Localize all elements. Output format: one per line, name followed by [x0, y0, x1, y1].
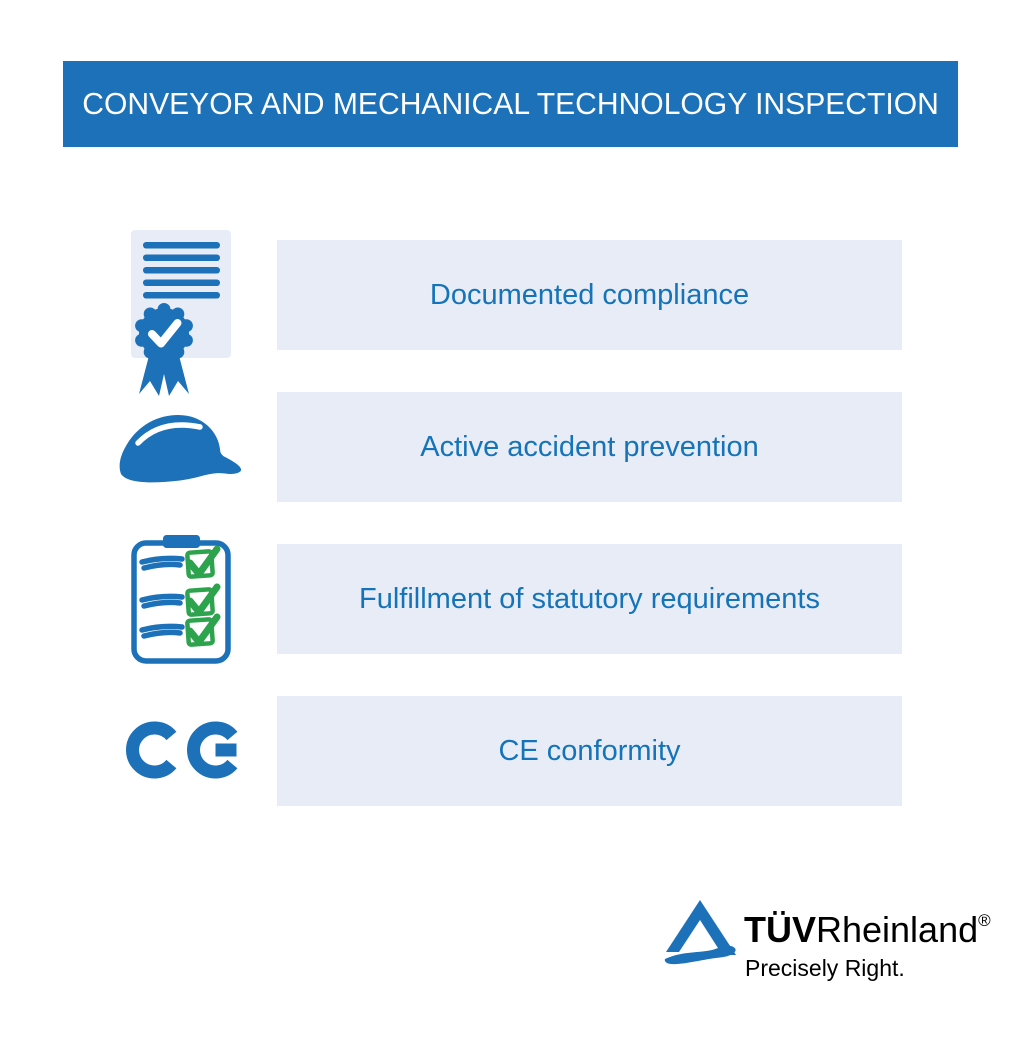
tuv-rheinland-logo: TÜVRheinland® Precisely Right.	[662, 895, 992, 995]
benefit-panel-accident-prevention: Active accident prevention	[277, 392, 902, 502]
logo-tagline: Precisely Right.	[745, 955, 905, 981]
certificate-icon	[131, 230, 231, 396]
header-banner: CONVEYOR AND MECHANICAL TECHNOLOGY INSPE…	[63, 61, 958, 147]
page-title: CONVEYOR AND MECHANICAL TECHNOLOGY INSPE…	[82, 86, 939, 121]
benefit-panel-documented-compliance: Documented compliance	[277, 240, 902, 350]
logo-text-tuv: TÜV	[744, 909, 816, 950]
benefit-label: Documented compliance	[429, 279, 750, 311]
benefit-label: CE conformity	[498, 735, 681, 767]
tuv-triangle-icon	[664, 900, 736, 965]
checklist-icon	[131, 535, 231, 664]
logo-text-rheinland: Rheinland	[816, 909, 979, 950]
hard-hat-icon	[119, 415, 242, 483]
ce-mark-icon	[126, 721, 238, 779]
benefit-panel-ce-conformity: CE conformity	[277, 696, 902, 806]
logo-wordmark: TÜVRheinland®	[744, 909, 991, 951]
benefit-label: Active accident prevention	[420, 431, 759, 463]
benefit-panel-statutory-requirements: Fulfillment of statutory requirements	[277, 544, 902, 654]
registered-trademark-symbol: ®	[978, 911, 991, 930]
benefit-label: Fulfillment of statutory requirements	[359, 583, 820, 615]
